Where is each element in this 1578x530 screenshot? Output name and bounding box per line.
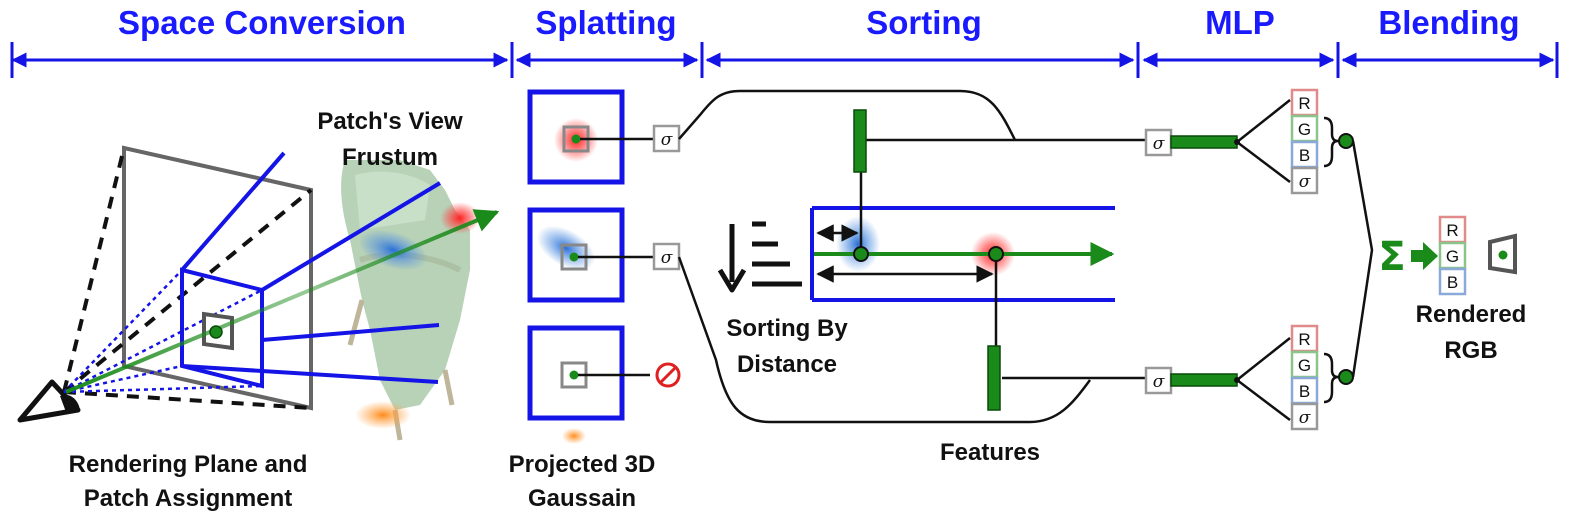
- g-label: G: [1446, 247, 1459, 266]
- gaussian-orange: [355, 401, 411, 429]
- patch-view-frustum: [180, 151, 442, 389]
- stage-dividers: [10, 42, 1559, 78]
- sigma-label: σ: [661, 130, 673, 150]
- r-label: R: [1446, 221, 1458, 240]
- sigma-label: σ: [1299, 408, 1311, 428]
- sigma-label: σ: [661, 248, 673, 268]
- gaussian-red: [440, 202, 480, 234]
- mlp-branch-top: σ R G B σ: [1144, 88, 1339, 195]
- camera-frustum: [62, 147, 313, 410]
- camera-eye-icon: [17, 379, 81, 423]
- label-rendered-line2: RGB: [1444, 337, 1497, 364]
- stage-title-mlp: MLP: [1205, 4, 1275, 41]
- label-rendered-line1: Rendered: [1416, 301, 1527, 328]
- b-label: B: [1299, 382, 1310, 401]
- sum-symbol: Σ: [1378, 234, 1405, 280]
- feature-bar-2: [987, 345, 1001, 411]
- rendered-pixel-icon: [1488, 233, 1517, 275]
- g-label: G: [1298, 120, 1311, 139]
- patch-center-dot: [209, 325, 223, 339]
- splat-tile-1: [527, 89, 653, 185]
- sigma-label: σ: [1299, 172, 1311, 192]
- view-ray: [65, 209, 500, 394]
- blend-arrow: [1411, 242, 1438, 270]
- splat-tile-3: [527, 325, 650, 444]
- stage-header-space-conversion: Space Conversion: [11, 4, 509, 68]
- feature-bar-1: [853, 109, 867, 173]
- label-view-frustum-line1: Patch's View: [317, 108, 463, 135]
- g-label: G: [1298, 356, 1311, 375]
- stage-title-splatting: Splatting: [535, 4, 676, 41]
- label-projected-line1: Projected 3D: [509, 451, 656, 478]
- stage-header-mlp: MLP: [1142, 4, 1335, 68]
- sorting-ray-channel: [810, 140, 1115, 378]
- r-label: R: [1298, 330, 1310, 349]
- label-sorting-line1: Sorting By: [726, 315, 848, 342]
- stage-header-splatting: Splatting: [515, 4, 699, 68]
- stage-title-space-conversion: Space Conversion: [118, 4, 406, 41]
- label-view-frustum-line2: Frustum: [342, 144, 438, 171]
- r-label: R: [1298, 94, 1310, 113]
- sigma-box-2: σ: [652, 242, 681, 271]
- sort-icon: [717, 221, 802, 293]
- sigma-label: σ: [1153, 372, 1165, 392]
- stage-title-blending: Blending: [1378, 4, 1519, 41]
- label-rendering-plane-line1: Rendering Plane and: [69, 451, 308, 478]
- sigma-label: σ: [1153, 134, 1165, 154]
- blend-merge: [1338, 133, 1374, 385]
- stage-header-sorting: Sorting: [705, 4, 1135, 68]
- feature-routing-lines: [677, 89, 1146, 424]
- gaussian-blue: [358, 229, 428, 271]
- splat-tile-2: [527, 207, 653, 303]
- patch-frustum-dotted-edges: [63, 269, 263, 394]
- forbidden-icon: [655, 362, 681, 388]
- stage-title-sorting: Sorting: [866, 4, 981, 41]
- mlp-branch-bottom: σ R G B σ: [1144, 324, 1339, 431]
- b-label: B: [1447, 273, 1458, 292]
- label-rendering-plane-line2: Patch Assignment: [84, 485, 293, 512]
- rendered-rgb-stack: R G B: [1438, 215, 1467, 296]
- b-label: B: [1299, 146, 1310, 165]
- stage-header-blending: Blending: [1341, 4, 1555, 68]
- label-projected-line2: Gaussain: [528, 485, 636, 512]
- rendering-plane: [122, 145, 313, 411]
- label-features: Features: [940, 439, 1040, 466]
- sigma-box-1: σ: [652, 124, 681, 153]
- label-sorting-line2: Distance: [737, 351, 837, 378]
